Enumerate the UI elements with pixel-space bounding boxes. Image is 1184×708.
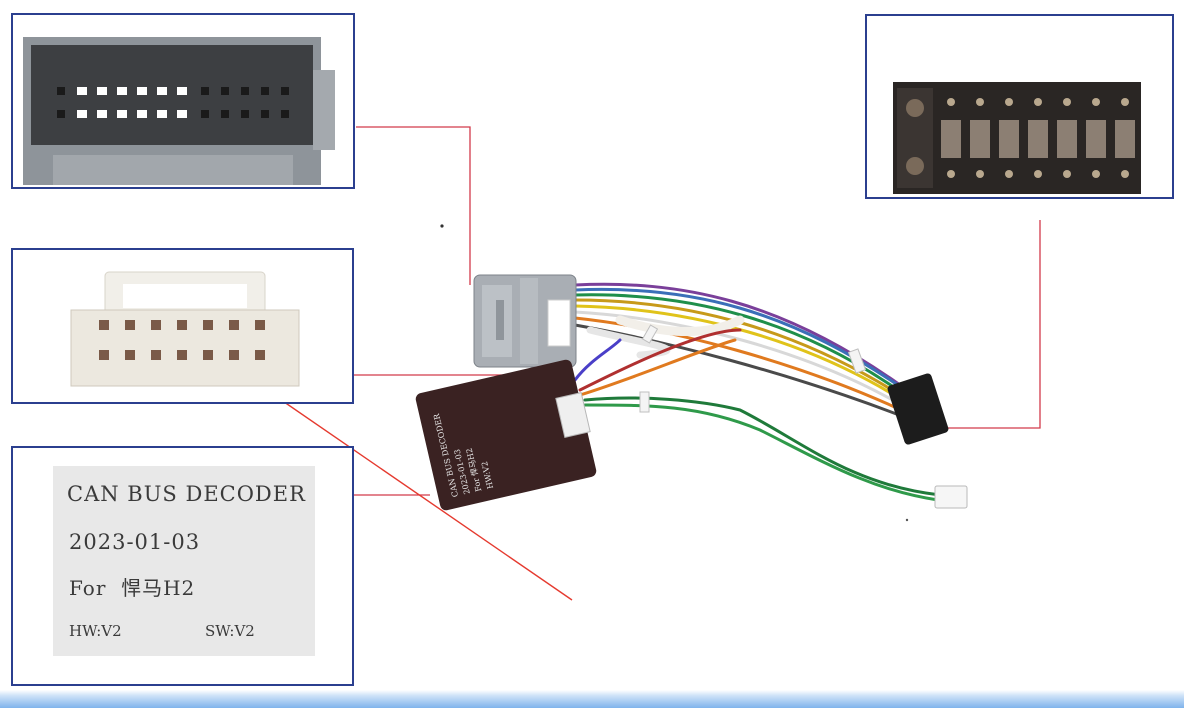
white-connector-photo xyxy=(13,250,352,402)
black-harness-plug xyxy=(887,373,949,445)
gray-connector-frame xyxy=(11,13,355,189)
iso-connector-frame xyxy=(865,14,1174,199)
small-white-plug xyxy=(934,485,968,509)
decoder-label-vehicle: 悍马H2 xyxy=(121,576,196,600)
decoder-label-vehicle-line: For 悍马H2 xyxy=(69,572,195,601)
iso-connector-photo xyxy=(867,16,1172,197)
decoder-label-for-prefix: For xyxy=(69,576,107,600)
decoder-label-frame: CAN BUS DECODER 2023-01-03 For 悍马H2 HW:V… xyxy=(11,446,354,686)
decoder-label-date: 2023-01-03 xyxy=(69,530,201,554)
decoder-label-hardware: HW:V2 xyxy=(69,622,122,640)
decoder-label-title: CAN BUS DECODER xyxy=(67,482,306,506)
white-connector-frame xyxy=(11,248,354,404)
decoder-box: CAN BUS DECODER 2023-01-03 For 悍马H2 HW:V… xyxy=(415,359,597,511)
decoder-label-software: SW:V2 xyxy=(205,622,255,640)
zip-ties xyxy=(639,324,867,413)
wire-bundle xyxy=(573,282,942,502)
leader-line-iso-connector xyxy=(935,220,1041,429)
bottom-gradient-bar xyxy=(0,690,1184,708)
gray-connector-photo xyxy=(13,15,353,187)
gray-harness-plug xyxy=(473,274,577,368)
decoder-label-card: CAN BUS DECODER 2023-01-03 For 悍马H2 HW:V… xyxy=(53,466,315,656)
leader-line-gray-connector xyxy=(356,126,471,285)
